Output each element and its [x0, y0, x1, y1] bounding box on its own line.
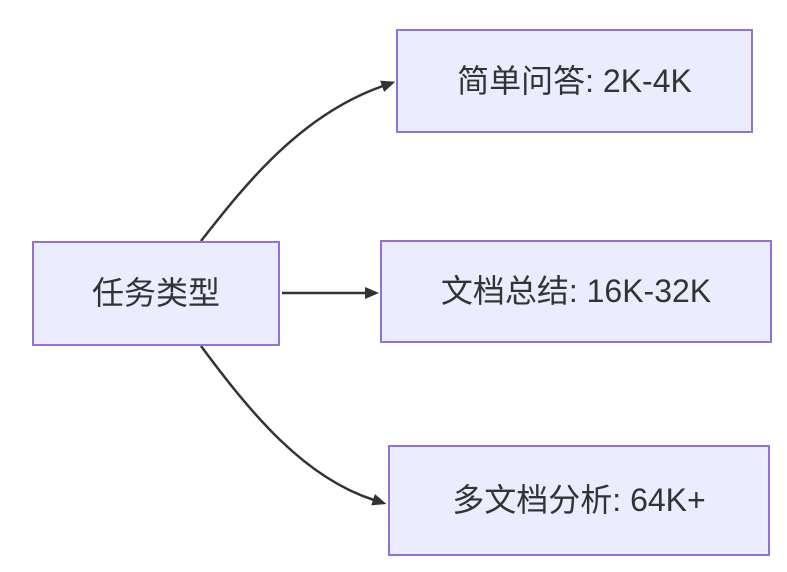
node-doc-summary-label: 文档总结: 16K-32K [440, 273, 712, 310]
node-task-type-label: 任务类型 [91, 275, 220, 312]
node-task-type: 任务类型 [32, 241, 280, 346]
node-doc-summary: 文档总结: 16K-32K [380, 240, 772, 343]
node-multi-doc-label: 多文档分析: 64K+ [452, 482, 706, 519]
node-multi-doc: 多文档分析: 64K+ [388, 445, 770, 556]
node-simple-qa: 简单问答: 2K-4K [396, 29, 753, 133]
edge-task-type-to-simple-qa [200, 80, 396, 242]
edge-task-type-to-multi-doc [199, 345, 387, 506]
node-simple-qa-label: 简单问答: 2K-4K [457, 62, 692, 99]
